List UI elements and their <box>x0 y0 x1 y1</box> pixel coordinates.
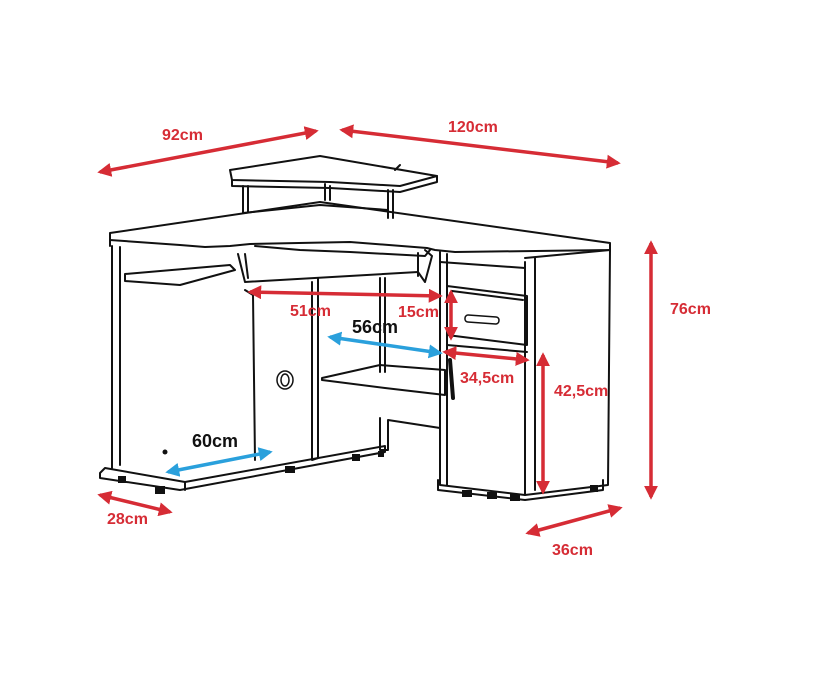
blue-dimension-arrows <box>165 331 443 477</box>
label-keyboard-width: 51cm <box>290 303 331 320</box>
label-bottom-shelf-width: 60cm <box>192 431 238 451</box>
desktop <box>109 201 611 253</box>
label-cabinet-width: 34,5cm <box>460 370 514 387</box>
red-dimension-arrows <box>97 124 658 537</box>
label-width-left: 92cm <box>162 127 203 144</box>
label-height-total: 76cm <box>670 301 711 318</box>
top-shelf <box>229 155 438 187</box>
label-depth-left: 28cm <box>107 511 148 528</box>
label-cabinet-height: 42,5cm <box>554 383 608 400</box>
label-inner-width: 56cm <box>352 317 398 337</box>
bottom-platform <box>99 445 386 491</box>
right-cabinet <box>439 251 526 496</box>
keyboard-tray <box>237 249 433 283</box>
label-depth-right: 36cm <box>552 542 593 559</box>
label-width-right: 120cm <box>448 119 498 136</box>
label-drawer-height: 15cm <box>398 304 439 321</box>
